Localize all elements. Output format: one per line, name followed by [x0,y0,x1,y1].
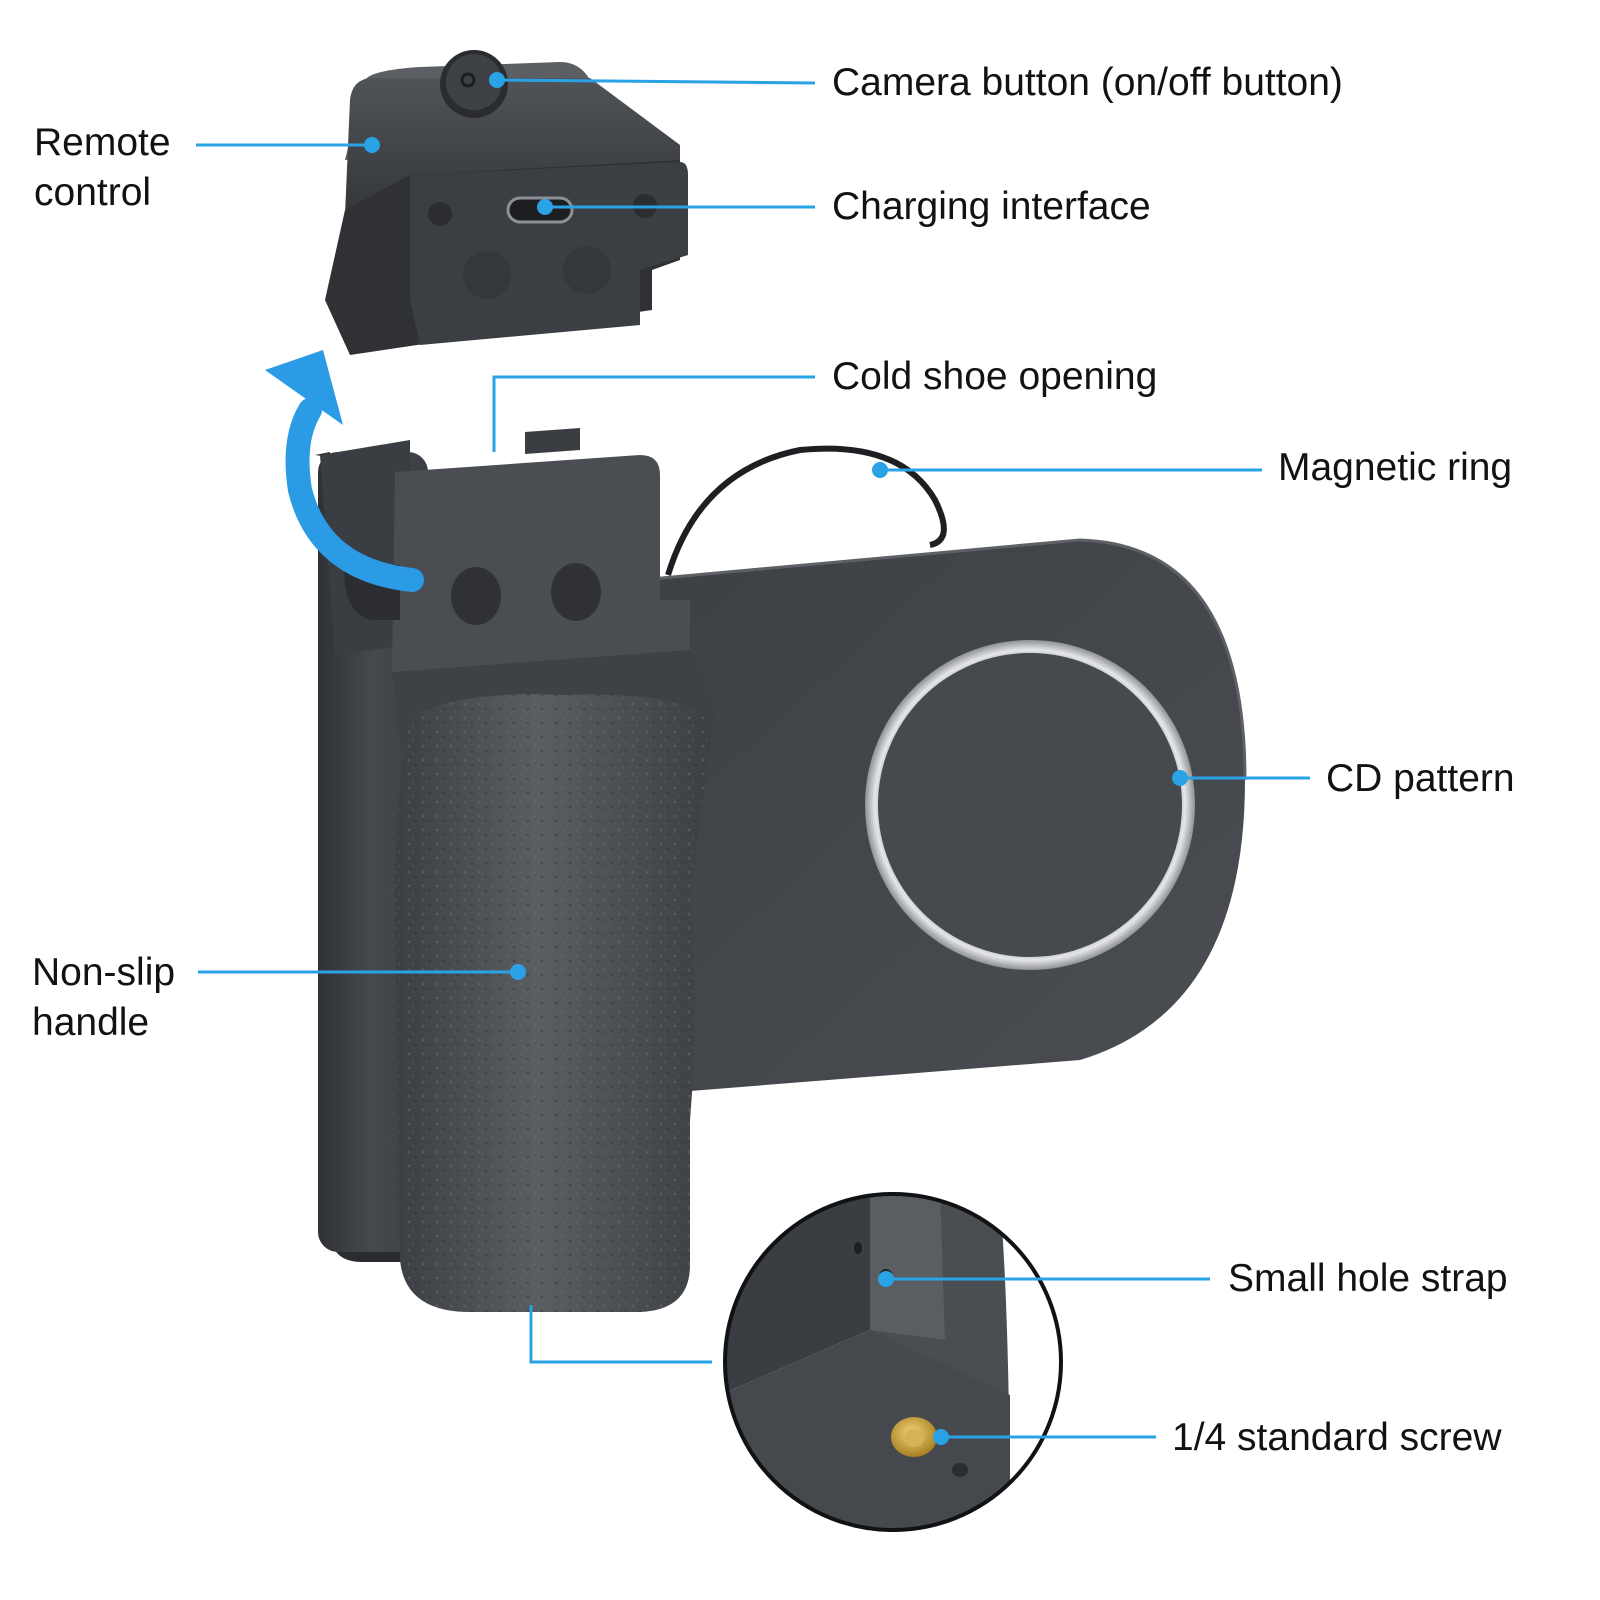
zoom-inset [723,1192,1063,1532]
non-slip-handle [395,694,712,1312]
plate-hole-left [451,567,501,625]
label-non-slip-handle-line1: Non-slip [32,951,176,994]
label-remote-control: Remote control [34,118,171,218]
screw-left [428,202,452,226]
magnetic-ring [665,445,947,576]
label-non-slip-handle-line2: handle [32,1001,150,1044]
remote-peg-right [563,246,611,294]
leader-zoom [529,1305,712,1364]
label-cold-shoe-opening: Cold shoe opening [832,355,1158,398]
label-magnetic-ring: Magnetic ring [1278,446,1513,489]
label-cd-pattern: CD pattern [1326,757,1515,800]
label-camera-button: Camera button (on/off button) [832,61,1343,104]
label-non-slip-handle: Non-slip handle [32,948,175,1048]
remote-control [325,50,688,355]
dot-non-slip-handle [510,964,526,980]
label-standard-screw: 1/4 standard screw [1172,1416,1502,1459]
leader-cold-shoe [492,375,815,452]
dot-remote-control [364,137,380,153]
leader-lines [196,78,1310,1439]
camera-icon [460,72,476,88]
leader-dots [364,72,1188,1445]
dot-magnetic-ring [872,462,888,478]
dot-screw [933,1429,949,1445]
cd-pattern [865,640,1195,970]
label-charging-interface: Charging interface [832,185,1151,228]
dot-camera-button [489,72,505,88]
label-remote-control-line1: Remote [34,121,171,164]
label-small-hole-strap: Small hole strap [1228,1257,1508,1300]
detach-arrow-icon [265,350,424,592]
dot-small-hole [878,1271,894,1287]
dot-cd-pattern [1172,770,1188,786]
dot-charging-interface [537,199,553,215]
leader-camera-button [496,78,816,85]
label-remote-control-line2: control [34,171,152,214]
remote-peg-left [463,251,511,299]
plate-hole-right [551,563,601,621]
